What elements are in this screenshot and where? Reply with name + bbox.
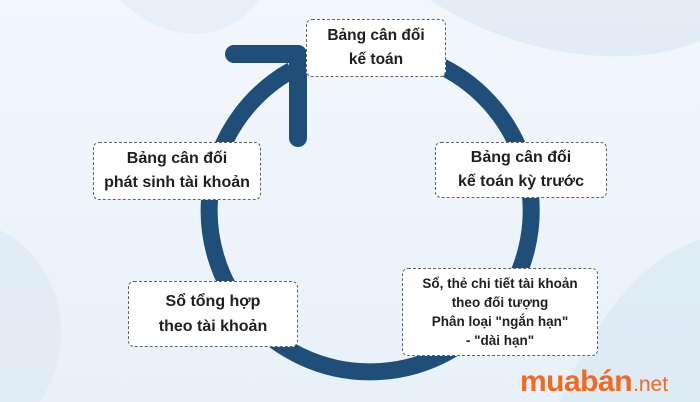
- node-line: kế toán: [348, 51, 404, 68]
- node-so-tong-hop: Sổ tổng hợp theo tài khoản: [128, 281, 298, 347]
- node-so-the-chi-tiet: Sổ, thẻ chi tiết tài khoản theo đối tượn…: [402, 268, 598, 356]
- node-line: Bảng cân đối: [470, 149, 572, 166]
- node-bang-can-doi-phat-sinh: Bảng cân đối phát sinh tài khoản: [93, 142, 261, 200]
- node-line: theo tài khoản: [158, 318, 268, 335]
- node-line: Bảng cân đối: [126, 150, 228, 167]
- cycle-arrowhead: [225, 45, 307, 147]
- node-line: theo đối tượng: [451, 295, 549, 310]
- node-line: kế toán kỳ trước: [457, 173, 585, 190]
- node-line: Bảng cân đối: [327, 27, 425, 44]
- node-line: Sổ, thẻ chi tiết tài khoản: [422, 276, 578, 291]
- node-line: - "dài hạn": [465, 333, 535, 348]
- brand-logo: muabán .net: [520, 365, 669, 398]
- brand-tld: .net: [633, 373, 669, 396]
- node-bang-can-doi-ke-toan: Bảng cân đối kế toán: [306, 19, 446, 77]
- node-line: phát sinh tài khoản: [104, 174, 250, 191]
- node-line: Sổ tổng hợp: [165, 293, 261, 310]
- node-bang-can-doi-ke-toan-ky-truoc: Bảng cân đối kế toán kỳ trước: [435, 142, 607, 198]
- brand-name: muabán: [520, 365, 633, 398]
- node-line: Phân loại "ngắn hạn": [431, 314, 569, 329]
